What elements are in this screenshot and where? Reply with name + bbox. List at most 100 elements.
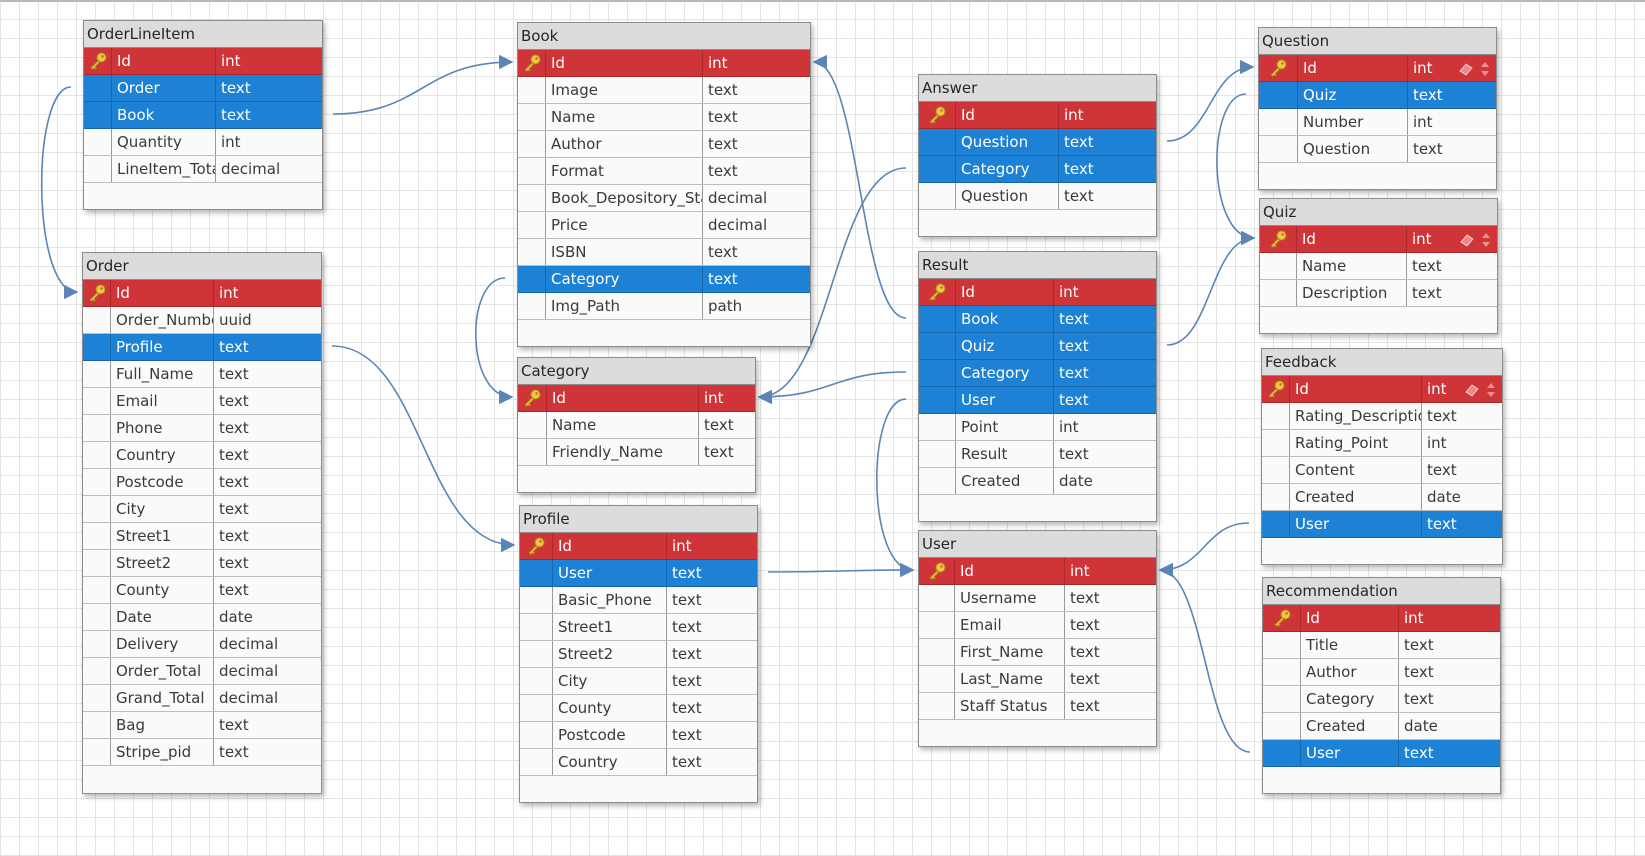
table-feedback[interactable]: FeedbackIdintRating_DescriptiontextRatin… bbox=[1261, 348, 1503, 565]
table-title[interactable]: Answer bbox=[919, 75, 1156, 102]
table-title[interactable]: Order bbox=[83, 253, 321, 280]
eraser-icon[interactable] bbox=[1458, 62, 1474, 76]
table-title[interactable]: Quiz bbox=[1260, 199, 1497, 226]
field-row[interactable]: Book_Depository_Starsdecimal bbox=[518, 185, 810, 212]
table-order[interactable]: OrderIdintOrder_NumberuuidProfiletextFul… bbox=[82, 252, 322, 794]
eraser-icon[interactable] bbox=[1459, 233, 1475, 247]
table-title[interactable]: Book bbox=[518, 23, 810, 50]
table-title[interactable]: Feedback bbox=[1262, 349, 1502, 376]
table-title[interactable]: OrderLineItem bbox=[84, 21, 322, 48]
table-title[interactable]: Profile bbox=[520, 506, 757, 533]
table-title[interactable]: Recommendation bbox=[1263, 578, 1500, 605]
field-row[interactable]: Order_Numberuuid bbox=[83, 307, 321, 334]
table-title[interactable]: Category bbox=[518, 358, 755, 385]
eraser-icon[interactable] bbox=[1464, 383, 1480, 397]
sort-arrows-icon[interactable] bbox=[1481, 232, 1491, 248]
table-title[interactable]: User bbox=[919, 531, 1156, 558]
table-title[interactable]: Question bbox=[1259, 28, 1496, 55]
